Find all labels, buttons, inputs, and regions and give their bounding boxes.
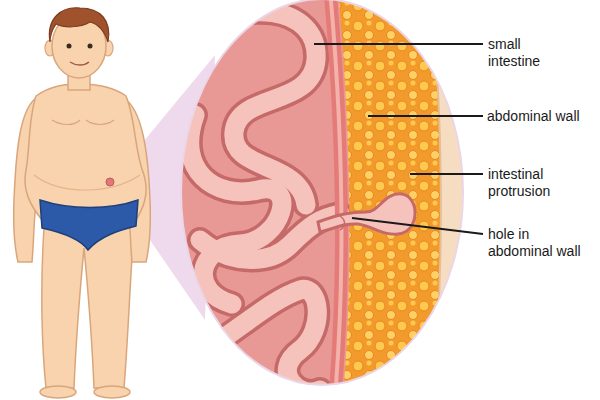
part-label: hole in abdominal wall	[486, 226, 594, 260]
part-label: abdominal wall	[485, 108, 597, 125]
leader-lines	[314, 44, 483, 234]
man-figure	[14, 8, 151, 398]
magnified-section	[170, 0, 470, 400]
magnify-circle	[181, 0, 463, 385]
part-label: small intestine	[486, 36, 556, 70]
part-label: intestinal protrusion	[486, 166, 570, 200]
